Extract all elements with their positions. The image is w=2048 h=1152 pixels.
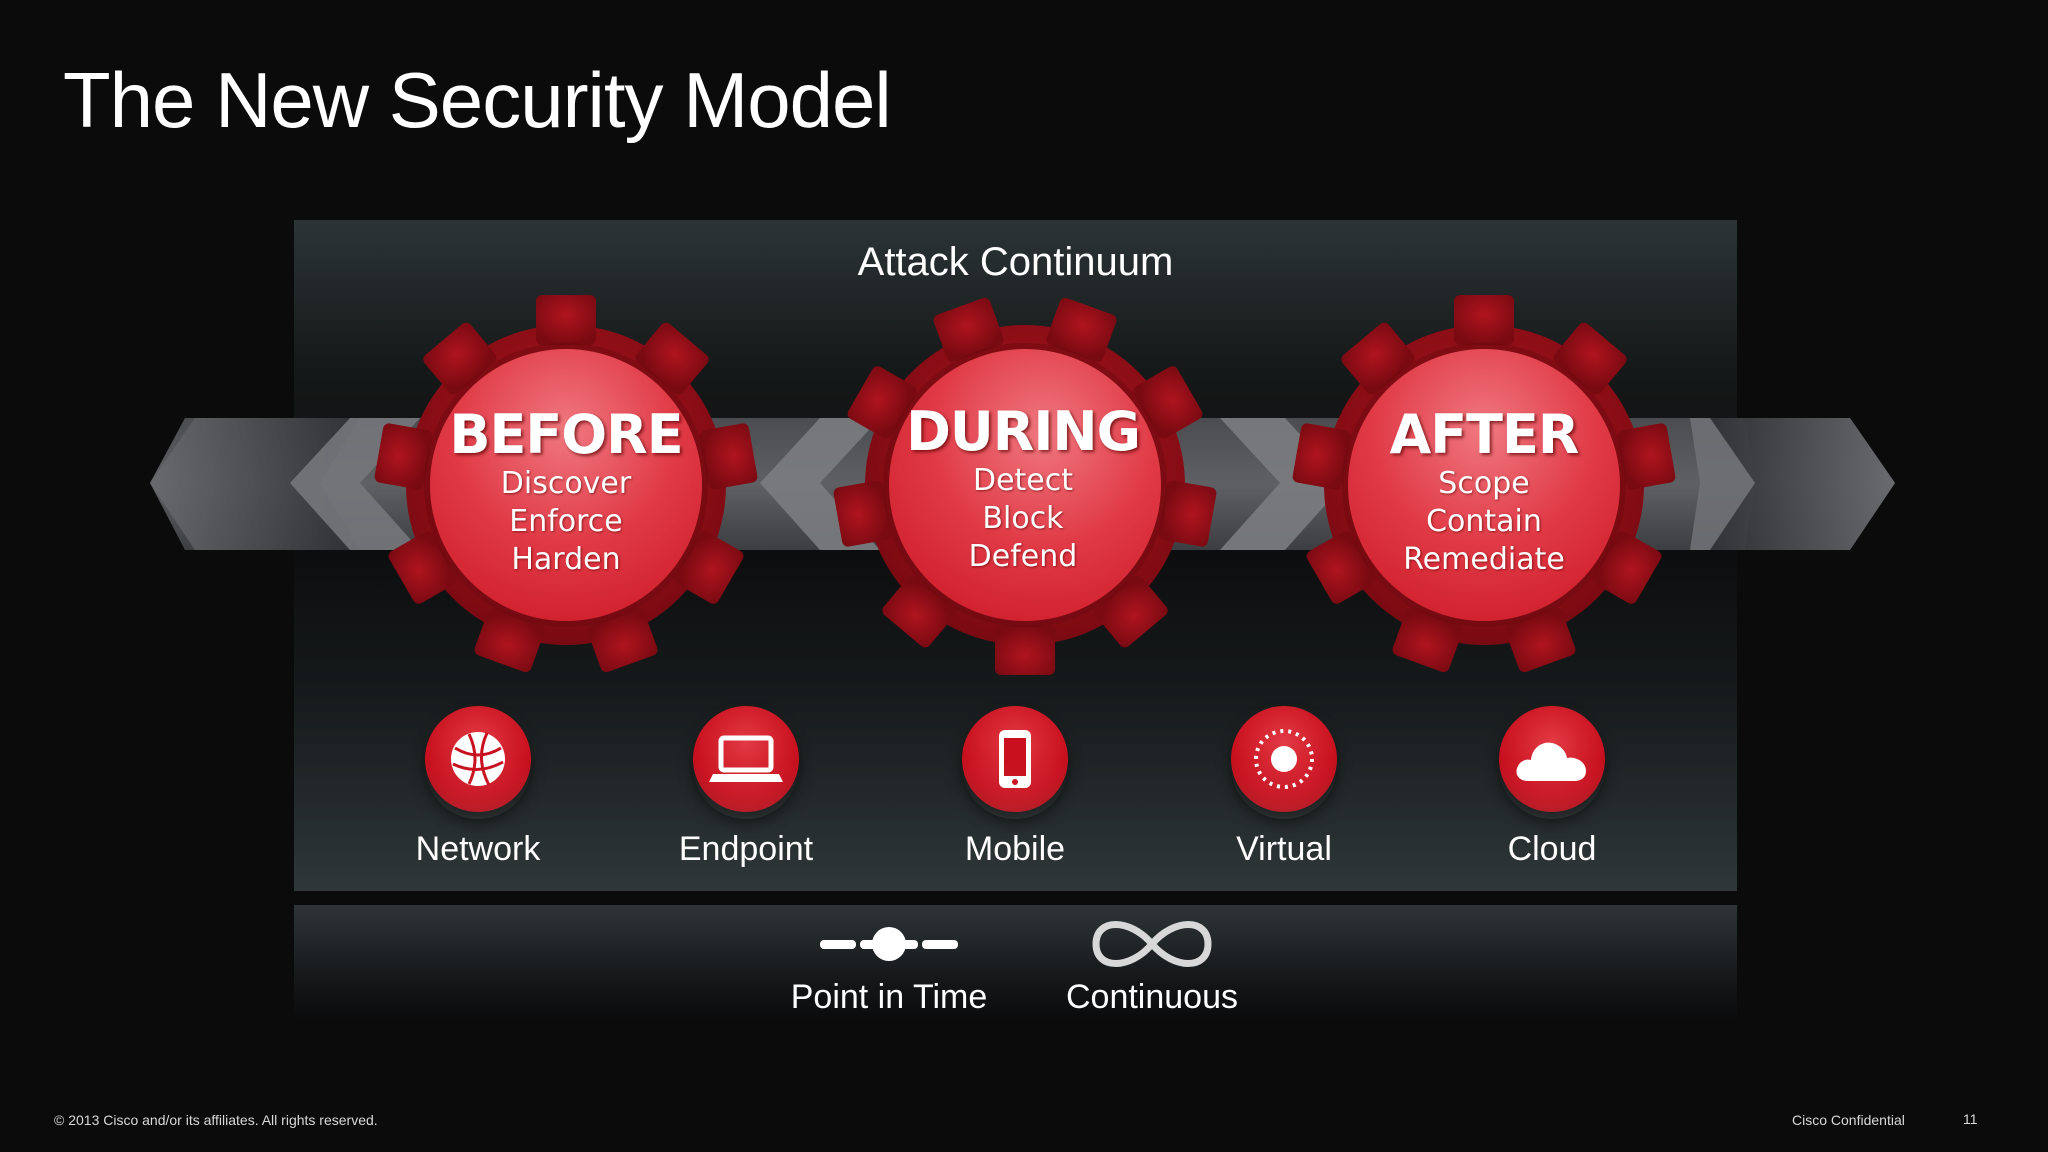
footer-page-number: 11 — [1963, 1111, 1978, 1127]
slide-title: The New Security Model — [63, 56, 892, 144]
globe-icon — [425, 706, 531, 819]
mode-continuous-label: Continuous — [1065, 978, 1238, 1016]
phase-before-line-2: Enforce — [509, 504, 623, 539]
phase-during: DURING Detect Block Defend — [883, 402, 1163, 576]
mode-point-in-time-label: Point in Time — [790, 978, 988, 1016]
phase-before-line-1: Discover — [500, 466, 632, 501]
platform-virtual-label: Virtual — [1236, 830, 1332, 868]
cloud-icon — [1499, 706, 1605, 819]
phase-during-line-1: Detect — [972, 463, 1074, 498]
phase-before-line-3: Harden — [511, 542, 621, 577]
point-in-time-icon — [820, 927, 958, 961]
phase-after-line-3: Remediate — [1403, 542, 1565, 577]
platform-mobile: Mobile — [915, 706, 1115, 869]
platform-endpoint-label: Endpoint — [678, 830, 814, 868]
virtual-target-icon — [1231, 706, 1337, 819]
phase-after: AFTER Scope Contain Remediate — [1344, 405, 1624, 579]
phase-after-line-1: Scope — [1438, 466, 1530, 501]
phase-after-title: AFTER — [1389, 403, 1580, 466]
phone-icon — [962, 706, 1068, 819]
laptop-icon — [693, 706, 799, 819]
platform-network: Network — [378, 706, 578, 869]
mode-continuous: Continuous — [1022, 968, 1282, 1017]
infinity-icon — [1092, 921, 1212, 967]
phase-after-line-2: Contain — [1426, 504, 1542, 539]
phase-before: BEFORE Discover Enforce Harden — [426, 405, 706, 579]
platform-network-label: Network — [415, 830, 541, 868]
mode-point-in-time: Point in Time — [759, 968, 1019, 1017]
modes-panel — [294, 905, 1737, 1020]
footer-confidential: Cisco Confidential — [1792, 1112, 1905, 1128]
platform-virtual: Virtual — [1184, 706, 1384, 869]
platform-cloud: Cloud — [1452, 706, 1652, 869]
phase-during-title: DURING — [906, 400, 1141, 463]
phase-before-title: BEFORE — [449, 403, 683, 466]
phase-during-line-2: Block — [982, 501, 1064, 536]
phase-during-line-3: Defend — [968, 539, 1078, 574]
chevron-left-outer — [150, 418, 360, 550]
chevron-right-outer — [1710, 418, 1895, 550]
footer-copyright: © 2013 Cisco and/or its affiliates. All … — [54, 1112, 378, 1128]
platform-endpoint: Endpoint — [646, 706, 846, 869]
platform-mobile-label: Mobile — [964, 830, 1066, 868]
panel-title: Attack Continuum — [857, 240, 1174, 284]
platform-cloud-label: Cloud — [1507, 830, 1597, 868]
